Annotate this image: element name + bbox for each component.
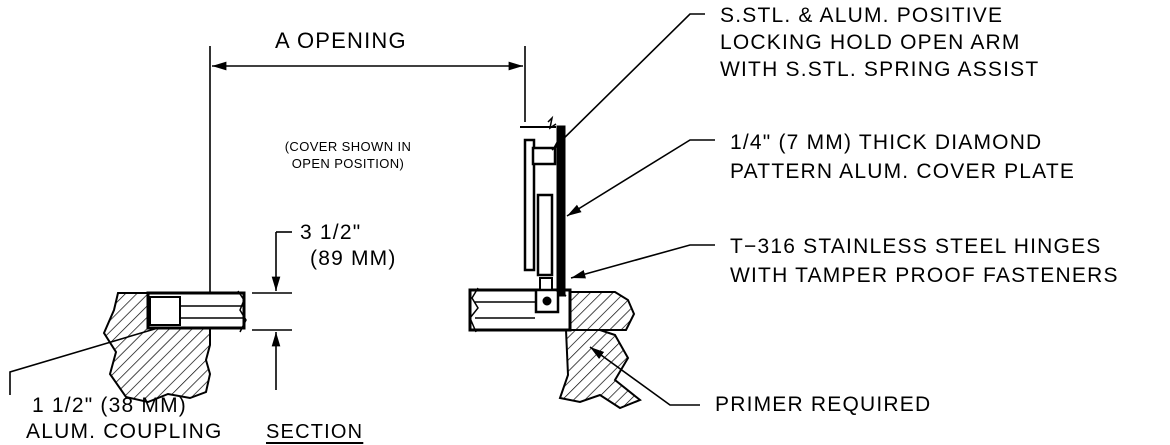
left-frame-section [104,291,246,402]
cover-plate-open [520,118,566,312]
depth-dimension [252,232,292,390]
hinges-label: T−316 STAINLESS STEEL HINGES WITH TAMPER… [730,232,1119,290]
primer-label: PRIMER REQUIRED [715,393,932,416]
hold-open-arm-label: S.STL. & ALUM. POSITIVE LOCKING HOLD OPE… [720,2,1039,83]
plate-label-line-2: PATTERN ALUM. COVER PLATE [730,160,1076,183]
opening-dimension [210,46,525,296]
cover-note-line-1: (COVER SHOWN IN [284,139,412,154]
depth-label-line-1: 3 1/2" [300,221,362,244]
section-label: SECTION [266,421,364,443]
depth-label-line-2: (89 MM) [310,247,397,270]
right-frame-section [470,288,640,408]
arm-label-line-1: S.STL. & ALUM. POSITIVE [720,4,1004,27]
hinge-label-line-2: WITH TAMPER PROOF FASTENERS [730,264,1119,287]
plate-label-line-1: 1/4" (7 MM) THICK DIAMOND [730,131,1043,154]
coupling-label-line-2: ALUM. COUPLING [26,420,223,443]
arm-label-line-3: WITH S.STL. SPRING ASSIST [720,58,1040,81]
arm-label-line-2: LOCKING HOLD OPEN ARM [720,31,1021,54]
hinge-label-line-1: T−316 STAINLESS STEEL HINGES [730,235,1102,258]
coupling-label: 1 1/2" (38 MM) ALUM. COUPLING [26,393,223,445]
coupling-label-line-1: 1 1/2" (38 MM) [32,394,187,417]
depth-label: 3 1/2" (89 MM) [300,220,397,272]
cover-note: (COVER SHOWN IN OPEN POSITION) [283,138,413,172]
callout-leaders [552,14,715,405]
coupling-leader [10,328,158,395]
opening-label: A OPENING [275,28,407,53]
cover-plate-label: 1/4" (7 MM) THICK DIAMOND PATTERN ALUM. … [730,128,1075,186]
cover-note-line-2: OPEN POSITION) [291,156,405,171]
